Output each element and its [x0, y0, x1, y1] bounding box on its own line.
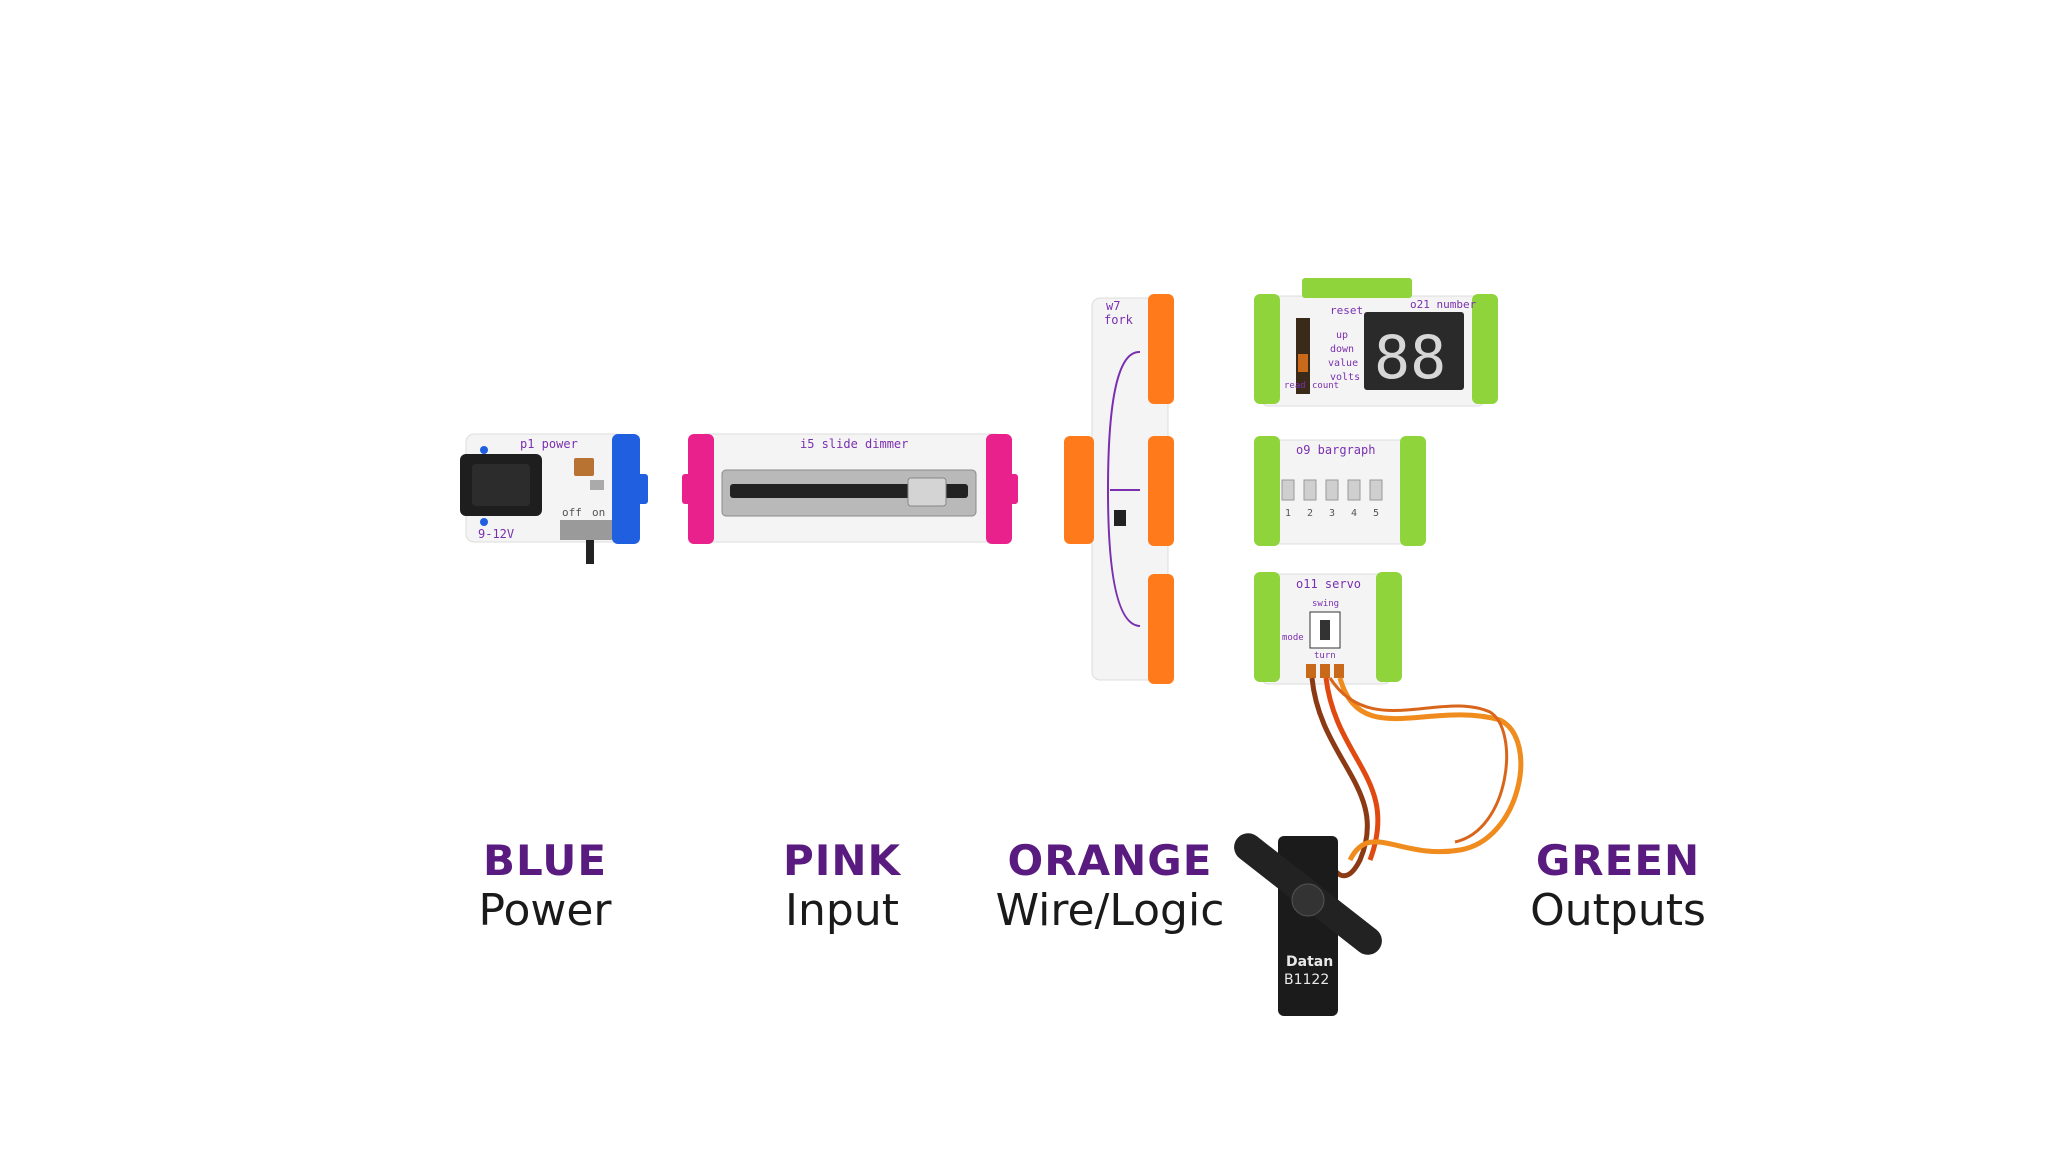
- green-connector-servo-in: [1254, 572, 1280, 682]
- fork-name-line1: w7: [1106, 299, 1120, 313]
- bargraph-module: o9 bargraph 1 2 3 4 5: [1254, 436, 1426, 546]
- servo-brand: Datan: [1286, 954, 1333, 970]
- bargraph-bar-3: 3: [1329, 508, 1335, 519]
- bargraph-module-name: o9 bargraph: [1296, 443, 1375, 457]
- label-pink-description: Input: [785, 885, 899, 936]
- pink-connector-right: [986, 434, 1012, 544]
- green-connector-number-out: [1472, 294, 1498, 404]
- servo-module-name: o11 servo: [1296, 577, 1361, 591]
- green-connector-bargraph-out: [1400, 436, 1426, 546]
- label-pink: PINK Input: [783, 836, 901, 936]
- green-connector-number-in: [1254, 294, 1280, 404]
- label-orange-description: Wire/Logic: [995, 885, 1225, 936]
- number-mode-down: down: [1330, 344, 1354, 355]
- servo-motor: Datan B1122: [1234, 677, 1524, 1016]
- orange-connector-out-2: [1148, 436, 1174, 546]
- number-reset-label: reset: [1330, 304, 1363, 317]
- label-blue-category: BLUE: [482, 836, 608, 885]
- number-mode-value: value: [1328, 358, 1358, 369]
- green-connector-servo-out: [1376, 572, 1402, 682]
- slider-knob[interactable]: [907, 477, 947, 507]
- fork-module: w7 fork: [1064, 294, 1174, 684]
- number-read-label: read: [1284, 381, 1306, 391]
- power-switch[interactable]: [560, 520, 616, 540]
- power-module: p1 power 9-12V off on: [460, 433, 648, 564]
- green-connector-bargraph-in: [1254, 436, 1280, 546]
- servo-turn-label: turn: [1314, 651, 1336, 661]
- label-green: GREEN Outputs: [1530, 836, 1706, 936]
- orange-connector-out-3: [1148, 574, 1174, 684]
- slide-dimmer-module: i5 slide dimmer: [682, 433, 1018, 544]
- label-green-description: Outputs: [1530, 885, 1706, 936]
- power-module-name: p1 power: [520, 437, 578, 451]
- power-voltage: 9-12V: [478, 527, 514, 541]
- blue-connector: [612, 434, 640, 544]
- pink-connector-left: [688, 434, 714, 544]
- orange-connector-in: [1064, 436, 1094, 544]
- label-pink-category: PINK: [782, 836, 902, 885]
- number-count-label: count: [1312, 381, 1339, 391]
- bargraph-bar-4: 4: [1351, 508, 1357, 519]
- label-blue-description: Power: [478, 885, 612, 936]
- bargraph-bar-5: 5: [1373, 508, 1379, 519]
- bargraph-bar-1: 1: [1285, 508, 1291, 519]
- seven-segment-display: [1364, 312, 1464, 390]
- servo-model: B1122: [1284, 972, 1329, 988]
- label-green-category: GREEN: [1535, 836, 1701, 885]
- servo-module: o11 servo swing turn mode: [1254, 572, 1402, 685]
- display-digits: 88: [1374, 323, 1446, 393]
- number-module-name: o21 number: [1410, 298, 1477, 311]
- number-mode-volts: volts: [1330, 372, 1360, 383]
- bargraph-leds: [1281, 479, 1383, 501]
- power-switch-off: off: [562, 506, 582, 519]
- number-module: 88 o21 number reset read count up down v…: [1254, 278, 1498, 407]
- reset-button[interactable]: [1302, 278, 1412, 298]
- fork-name-line2: fork: [1104, 313, 1134, 327]
- label-orange: ORANGE Wire/Logic: [996, 836, 1225, 936]
- power-switch-on: on: [592, 506, 605, 519]
- number-mode-up: up: [1336, 330, 1348, 341]
- label-blue: BLUE Power: [478, 836, 611, 936]
- dimmer-module-name: i5 slide dimmer: [800, 437, 908, 451]
- servo-swing-label: swing: [1312, 599, 1339, 609]
- bargraph-bar-2: 2: [1307, 508, 1313, 519]
- servo-mode-label: mode: [1282, 633, 1304, 643]
- orange-connector-out-1: [1148, 294, 1174, 404]
- label-orange-category: ORANGE: [1007, 836, 1213, 885]
